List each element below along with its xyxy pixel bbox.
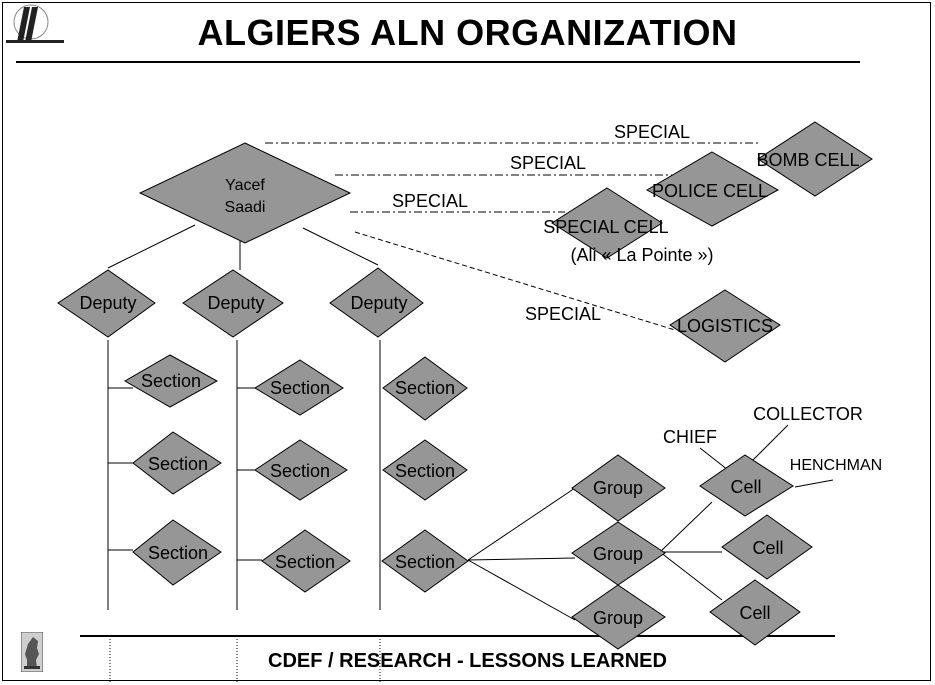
section-label-c1-3: Section (148, 543, 208, 563)
group-node-3 (571, 584, 666, 650)
group-label-3: Group (593, 608, 643, 628)
cell-node-2 (721, 514, 813, 580)
group-label-2: Group (593, 544, 643, 564)
group-label-1: Group (593, 478, 643, 498)
winged-emblem-icon (6, 4, 64, 43)
section-node-c3-1 (382, 356, 468, 421)
section-label-c2-1: Section (270, 378, 330, 398)
leader-node (138, 142, 352, 244)
footer-text: CDEF / RESEARCH - LESSONS LEARNED (268, 650, 667, 672)
logistics-label: LOGISTICS (677, 316, 773, 336)
police-cell-node (645, 151, 780, 227)
police-cell-label: POLICE CELL (652, 181, 768, 201)
section-node-c3-2 (382, 439, 468, 501)
cell-node-1 (699, 454, 794, 517)
cell-role-chief: CHIEF (663, 427, 717, 447)
leader-label-line1: Yacef (225, 177, 265, 194)
section-node-c1-1 (124, 354, 219, 408)
special-link-label-3: SPECIAL (392, 191, 468, 211)
section-label-c1-1: Section (141, 371, 201, 391)
section-node-c1-2 (132, 431, 222, 495)
deputy-label-1: Deputy (79, 293, 136, 313)
cell-node-3 (709, 579, 801, 646)
section-label-c1-2: Section (148, 454, 208, 474)
deputy-node-3 (329, 267, 424, 338)
special-link-label-4: SPECIAL (525, 304, 601, 324)
deputy-node-1 (57, 269, 156, 338)
special-cell-note: (Ali « La Pointe ») (570, 245, 713, 265)
deputy-label-3: Deputy (350, 293, 407, 313)
section-label-c3-3: Section (395, 552, 455, 572)
section-node-c3-3 (381, 529, 469, 593)
top-logo (6, 4, 64, 43)
special-link-label-1: SPECIAL (614, 122, 690, 142)
section-node-c1-3 (132, 519, 222, 586)
section-label-c2-3: Section (275, 552, 335, 572)
section-node-c2-2 (254, 439, 348, 501)
section-label-c3-1: Section (395, 378, 455, 398)
cell-label-3: Cell (739, 603, 770, 623)
cell-label-2: Cell (752, 538, 783, 558)
special-cell-label: SPECIAL CELL (543, 217, 668, 237)
knight-chess-piece-icon (21, 632, 43, 672)
cell-label-1: Cell (730, 477, 761, 497)
cell-role-collector: COLLECTOR (753, 404, 863, 424)
bottom-logo (21, 632, 43, 672)
section-node-c2-3 (261, 529, 351, 593)
leader-label-line2: Saadi (225, 199, 266, 216)
bomb-cell-label: BOMB CELL (756, 150, 859, 170)
special-link-label-2: SPECIAL (510, 153, 586, 173)
page-title: ALGIERS ALN ORGANIZATION (197, 12, 738, 53)
deputy-label-2: Deputy (207, 293, 264, 313)
bomb-cell-node (757, 121, 873, 197)
deputy-node-2 (182, 269, 284, 338)
special-cell-node (551, 187, 663, 259)
section-label-c2-2: Section (270, 461, 330, 481)
group-node-1 (571, 454, 666, 522)
section-node-c2-1 (254, 359, 344, 416)
section-label-c3-2: Section (395, 461, 455, 481)
cell-role-henchman: HENCHMAN (790, 457, 882, 474)
logistics-node (669, 289, 781, 363)
